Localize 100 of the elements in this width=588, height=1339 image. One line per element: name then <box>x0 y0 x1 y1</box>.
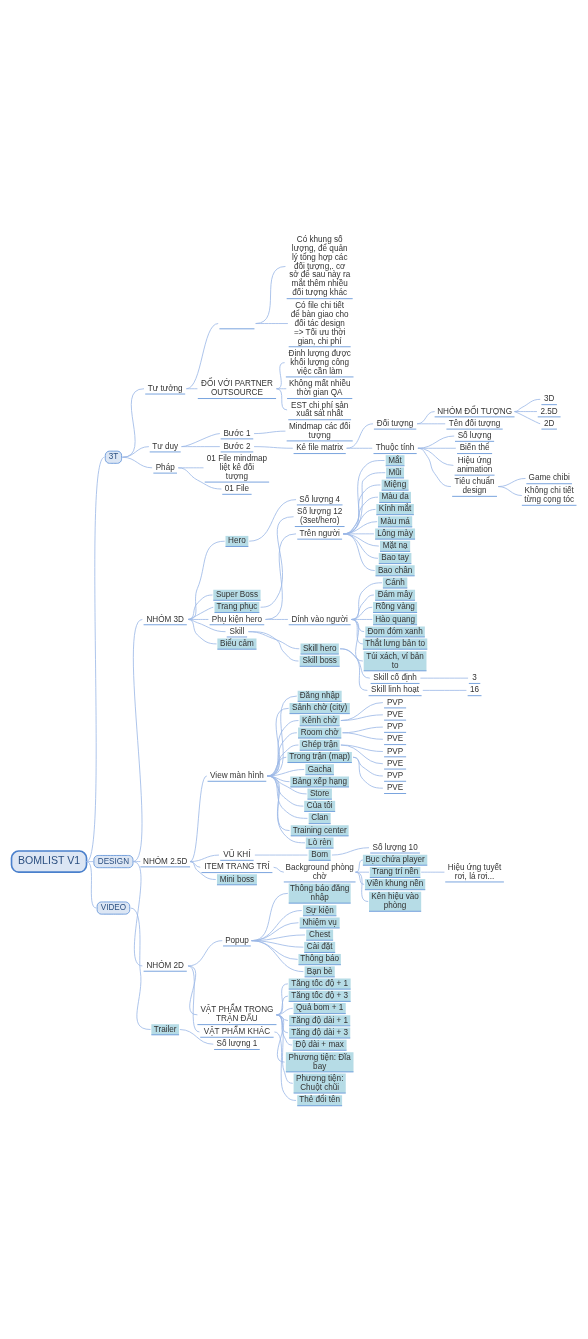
node-box: VIDEO <box>96 901 131 915</box>
node-text: PVP <box>386 697 404 707</box>
connector <box>351 594 375 620</box>
connector <box>514 410 541 424</box>
node-text: VŨ KHÍ <box>223 849 251 859</box>
node-text: Background phòng chờ <box>285 862 354 881</box>
node-text: VẬT PHẨM KHÁC <box>203 1026 271 1036</box>
connector <box>514 398 541 412</box>
connector <box>342 532 376 571</box>
connector <box>189 860 217 880</box>
node-text: PVE <box>386 709 404 719</box>
node-text: ITEM TRANG TRÍ <box>204 861 270 871</box>
connector <box>276 982 289 1015</box>
connector <box>254 854 308 855</box>
connector <box>86 860 97 908</box>
connector <box>351 618 364 661</box>
node-text: PVP <box>386 770 404 780</box>
node-text: Popup <box>225 935 249 945</box>
node-text: NHÓM ĐỐI TƯỢNG <box>437 406 512 416</box>
node-text: NHÓM 2D <box>146 960 184 970</box>
node-text: PVE <box>386 758 404 768</box>
connector <box>276 995 289 1015</box>
connector <box>340 744 384 764</box>
connector <box>86 860 95 862</box>
connector <box>351 606 373 620</box>
node-text: PVP <box>386 746 404 756</box>
connector <box>130 907 151 1030</box>
connector <box>260 515 294 608</box>
node-text: Có khung số lượng, để quản lý tổng hợp các đối tượng,. cơ sở để sau này ra mắt thêm nhiều đối tượng khác <box>289 234 351 297</box>
connector <box>340 744 384 752</box>
node-text: Thuộc tính <box>375 442 415 452</box>
connector <box>422 689 467 691</box>
node-text: Kẻ file matrix <box>296 442 344 452</box>
connector <box>351 618 364 644</box>
connector <box>416 422 446 424</box>
node-text: 3 <box>472 672 477 682</box>
connector <box>86 456 105 862</box>
connector <box>181 432 221 447</box>
connector <box>342 731 384 740</box>
node-text: Game chibi <box>528 472 570 482</box>
node-text: Dính vào người <box>291 613 348 623</box>
connector <box>514 410 538 412</box>
connector <box>355 871 365 885</box>
node-text: Bước 1 <box>223 428 251 438</box>
connector <box>346 422 374 449</box>
connector <box>186 387 198 389</box>
connector <box>266 775 306 843</box>
connector <box>187 540 226 620</box>
node-text: Mindmap các đối tượng <box>288 421 351 440</box>
node-text: NHÓM 3D <box>146 613 184 623</box>
connector <box>253 430 286 434</box>
node-text: 01 File mindmap liệt kê đối tượng <box>206 453 268 481</box>
node-text: Trên người <box>299 528 340 538</box>
node-text: Không mất nhiều thời gian QA <box>288 378 351 397</box>
node-text: 2D <box>543 418 555 428</box>
node-text: Có file chi tiết để bàn giao cho đối tác design => Tối ưu thời gian, chi phí <box>290 300 349 345</box>
connector <box>189 775 208 862</box>
connector <box>417 447 452 487</box>
connector <box>497 485 523 496</box>
node-text: 16 <box>470 684 480 694</box>
connector <box>346 447 373 449</box>
node-text: Số lượng 4 <box>299 494 341 504</box>
connector <box>276 1007 294 1015</box>
node-box: BOMLIST V1 <box>10 849 88 873</box>
node-text: PVE <box>386 782 404 792</box>
node-text: EST chi phí sản xuất sát nhất <box>291 400 349 418</box>
node-text: View màn hình <box>210 770 264 780</box>
node-text: Số lượng 10 <box>372 842 418 852</box>
connector <box>352 756 384 789</box>
connector <box>265 532 297 620</box>
connector <box>417 435 455 449</box>
connector <box>331 846 370 855</box>
connector <box>273 866 285 873</box>
connector <box>351 581 383 620</box>
node-text: Skill <box>229 626 245 636</box>
connector <box>266 768 305 776</box>
node-text: Pháp <box>155 462 175 472</box>
connector <box>340 713 384 721</box>
node-text: Số lượng <box>457 430 492 440</box>
node-text: Skill cố định <box>373 672 417 682</box>
node-text: 01 File <box>224 483 250 493</box>
connector <box>355 859 364 873</box>
connector <box>355 871 369 902</box>
connector <box>274 1031 297 1101</box>
node-text: Hiệu ứng tuyết rơi, lá rơi... <box>447 862 502 881</box>
node-text: VẬT PHẨM TRONG TRẬN ĐẤU <box>200 1004 274 1023</box>
connector <box>253 445 294 449</box>
connector <box>255 322 289 324</box>
connector <box>181 445 221 447</box>
connector <box>187 939 223 966</box>
node-text: PVE <box>386 733 404 743</box>
node-text: Tiêu chuẩn design <box>454 476 495 495</box>
connector <box>339 647 368 691</box>
connector <box>122 456 153 468</box>
node-underline <box>219 327 255 329</box>
node-text: 2.5D <box>540 406 558 416</box>
connector <box>352 756 384 776</box>
node-text: Đối tượng <box>376 418 414 428</box>
connector <box>187 618 217 644</box>
connector <box>187 606 214 620</box>
